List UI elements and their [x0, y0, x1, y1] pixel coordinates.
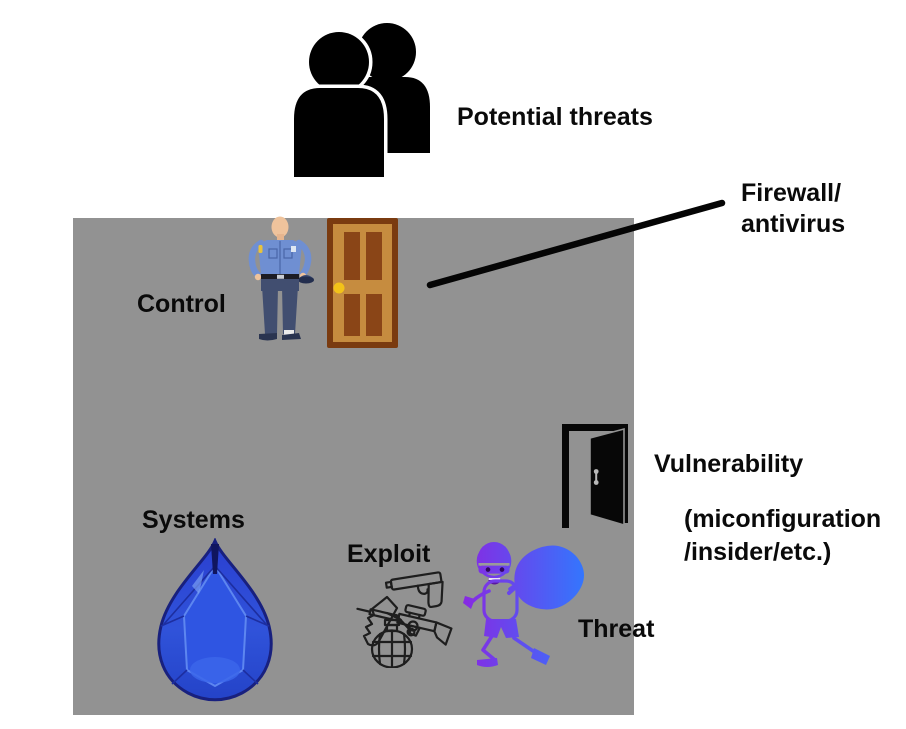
- closed-door-icon: [327, 218, 398, 348]
- security-guard-icon: [248, 216, 314, 341]
- firewall-label-line1: Firewall/: [741, 179, 842, 207]
- potential-threats-label: Potential threats: [457, 103, 653, 131]
- burglar-icon: [463, 542, 584, 667]
- gem-icon: [157, 538, 273, 702]
- vulnerability-note: (miconfiguration /insider/etc.): [684, 503, 881, 569]
- firewall-label: Firewall/ antivirus: [741, 178, 845, 239]
- vulnerability-note-line1: (miconfiguration: [684, 505, 882, 533]
- open-door-icon: [562, 424, 628, 528]
- people-icon: [290, 23, 430, 178]
- vulnerability-label: Vulnerability: [654, 450, 804, 478]
- systems-label: Systems: [142, 506, 245, 534]
- pointer-line: [426, 199, 726, 289]
- control-label: Control: [137, 290, 226, 318]
- firewall-label-line2: antivirus: [741, 209, 846, 238]
- threat-label: Threat: [578, 615, 655, 643]
- vulnerability-note-line2: /insider/etc.): [684, 538, 832, 566]
- weapons-icon: [356, 571, 453, 668]
- exploit-label: Exploit: [347, 540, 431, 568]
